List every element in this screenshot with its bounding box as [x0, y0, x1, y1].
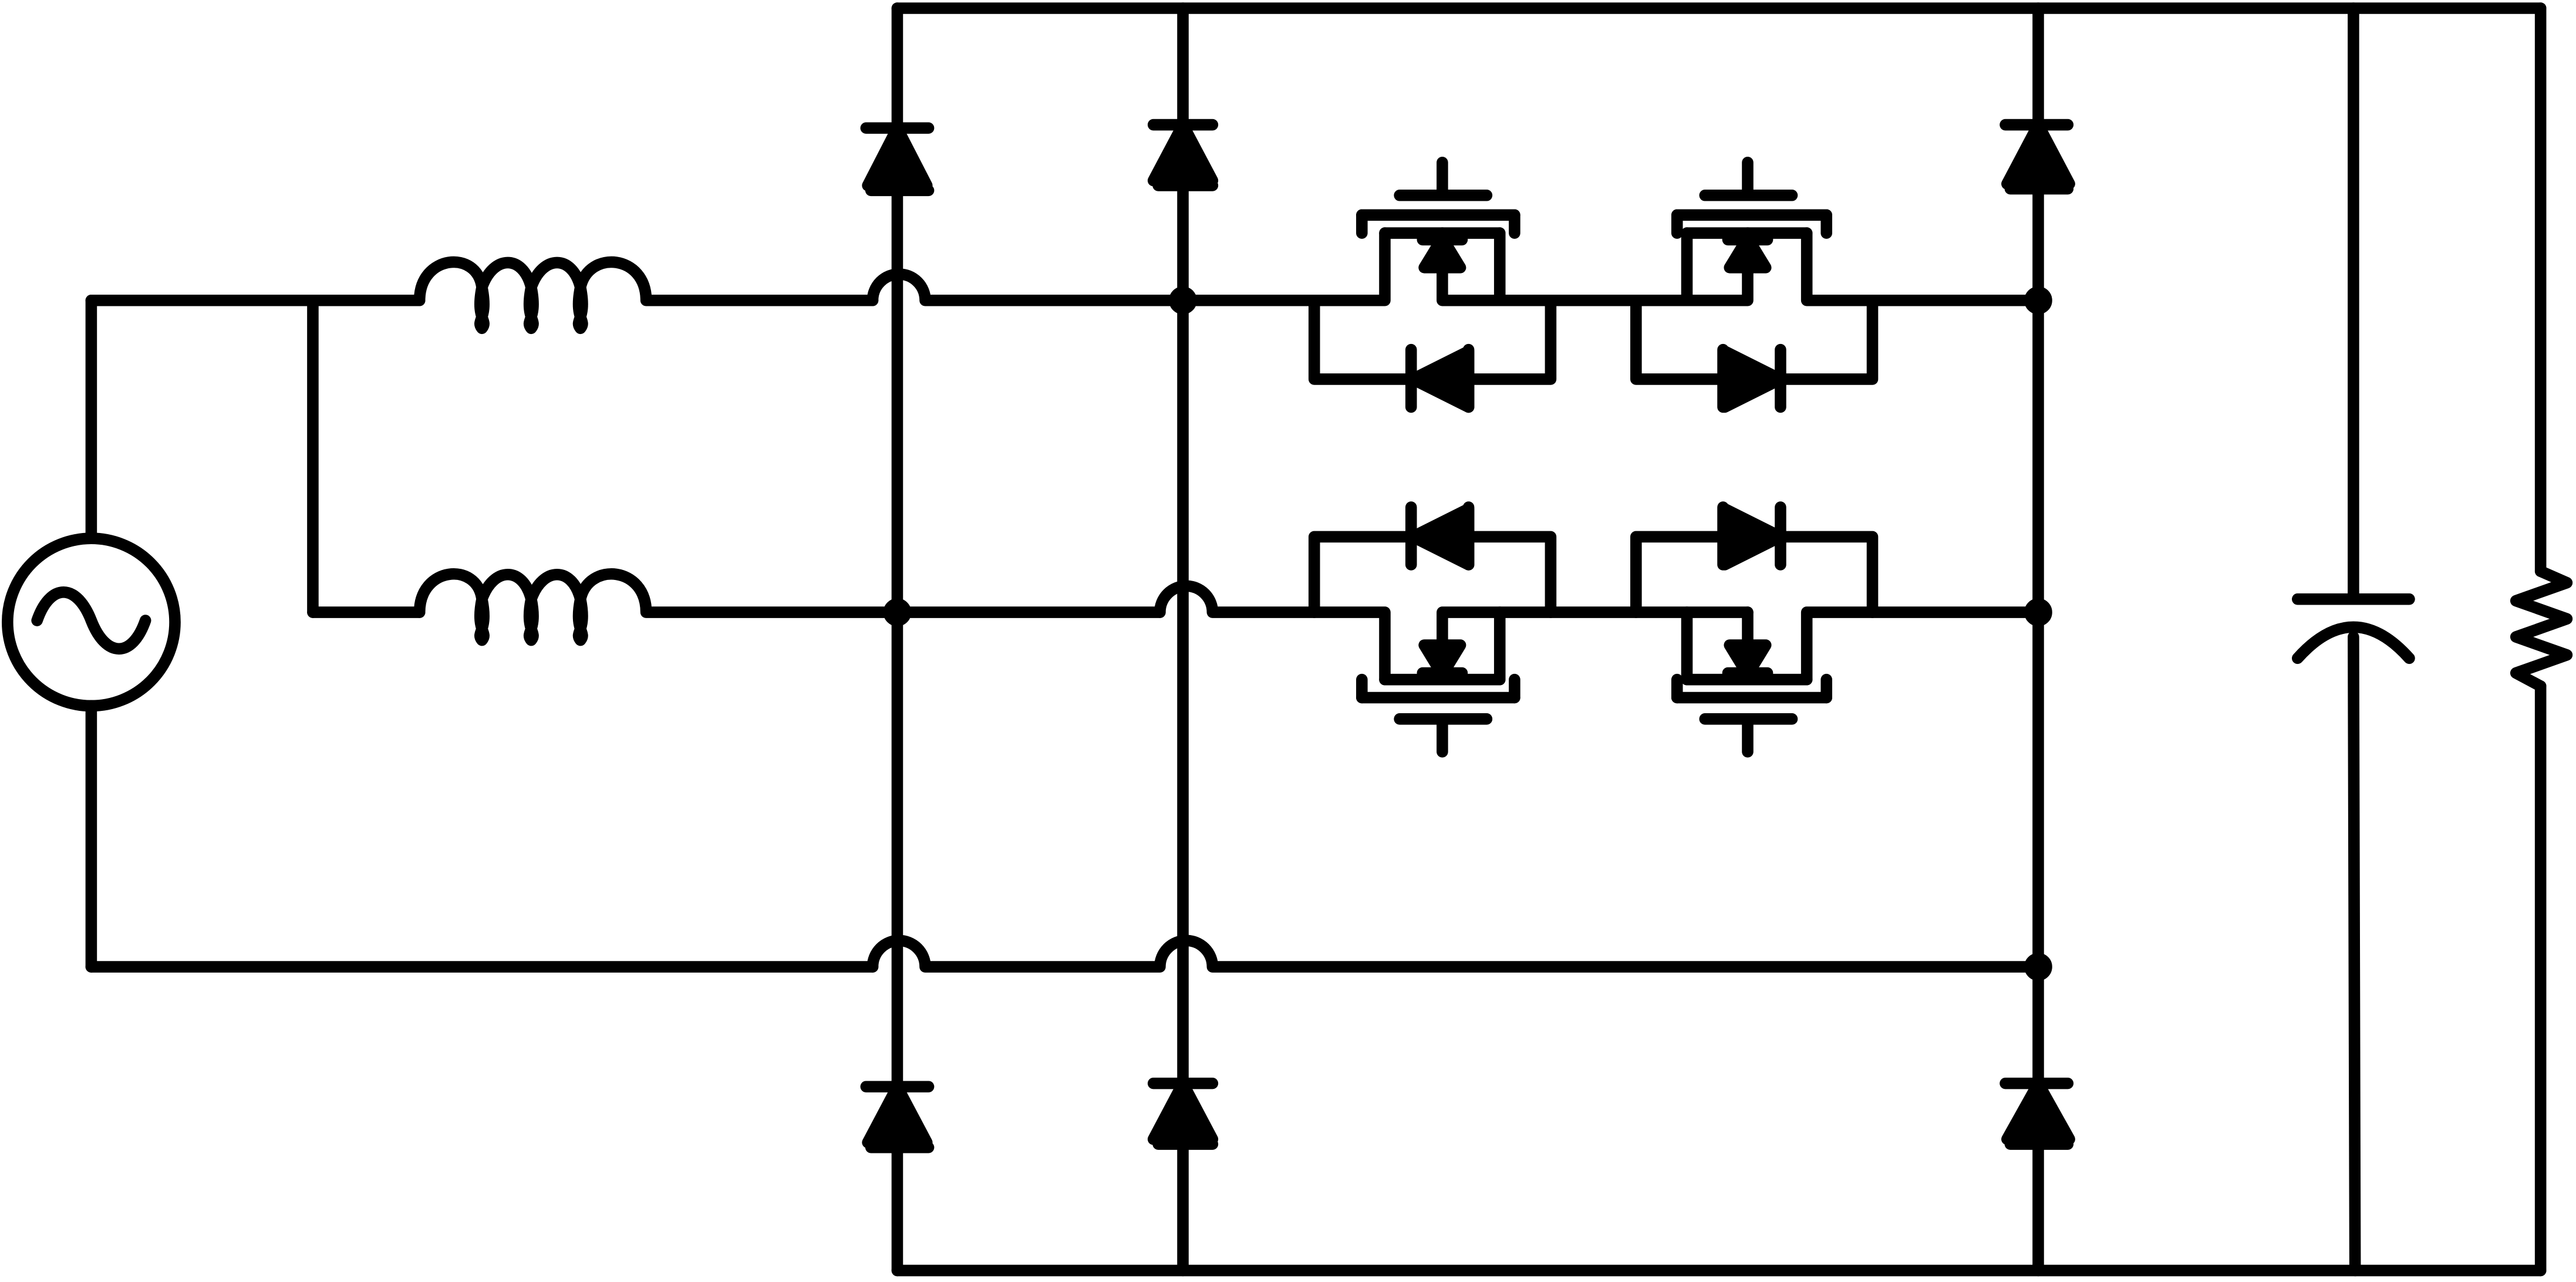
wire — [866, 934, 2044, 973]
inductor-lower-symbol — [413, 568, 1166, 646]
phase-wiring — [866, 268, 2044, 973]
diode-mid-bottom-symbol — [1147, 1077, 1219, 1150]
diode-right-bottom-symbol — [2000, 1077, 2075, 1150]
capacitor-plate-curved — [2292, 621, 2415, 664]
junction-dot — [883, 598, 912, 626]
output-capacitor-symbol — [2292, 593, 2415, 664]
diode-mid-top-symbol — [1147, 119, 1219, 191]
inductor-upper-symbol — [413, 256, 879, 335]
mosfet-3-symbol — [1308, 501, 1557, 758]
diode-left-top-symbol — [860, 122, 935, 197]
mosfet-1-symbol — [1308, 157, 1557, 413]
wire — [866, 268, 1320, 306]
capacitor-lead-bottom — [2348, 631, 2361, 1277]
mosfet-4-symbol — [1630, 501, 1879, 758]
junction-dot — [2024, 598, 2052, 626]
ac-sine-icon — [31, 586, 151, 655]
diode-right-top-symbol — [2000, 119, 2075, 195]
mosfet-2-symbol — [1630, 157, 1879, 413]
dc-bus — [891, 2, 2547, 1277]
junctions — [883, 286, 2052, 981]
diode-left-bottom-symbol — [860, 1081, 935, 1153]
junction-dot — [1169, 286, 1197, 315]
input-wiring — [85, 294, 879, 973]
junction-dot — [2024, 953, 2052, 981]
junction-dot — [2024, 286, 2052, 315]
load-resistor-symbol — [2510, 565, 2573, 692]
ac-source-symbol — [2, 532, 181, 712]
